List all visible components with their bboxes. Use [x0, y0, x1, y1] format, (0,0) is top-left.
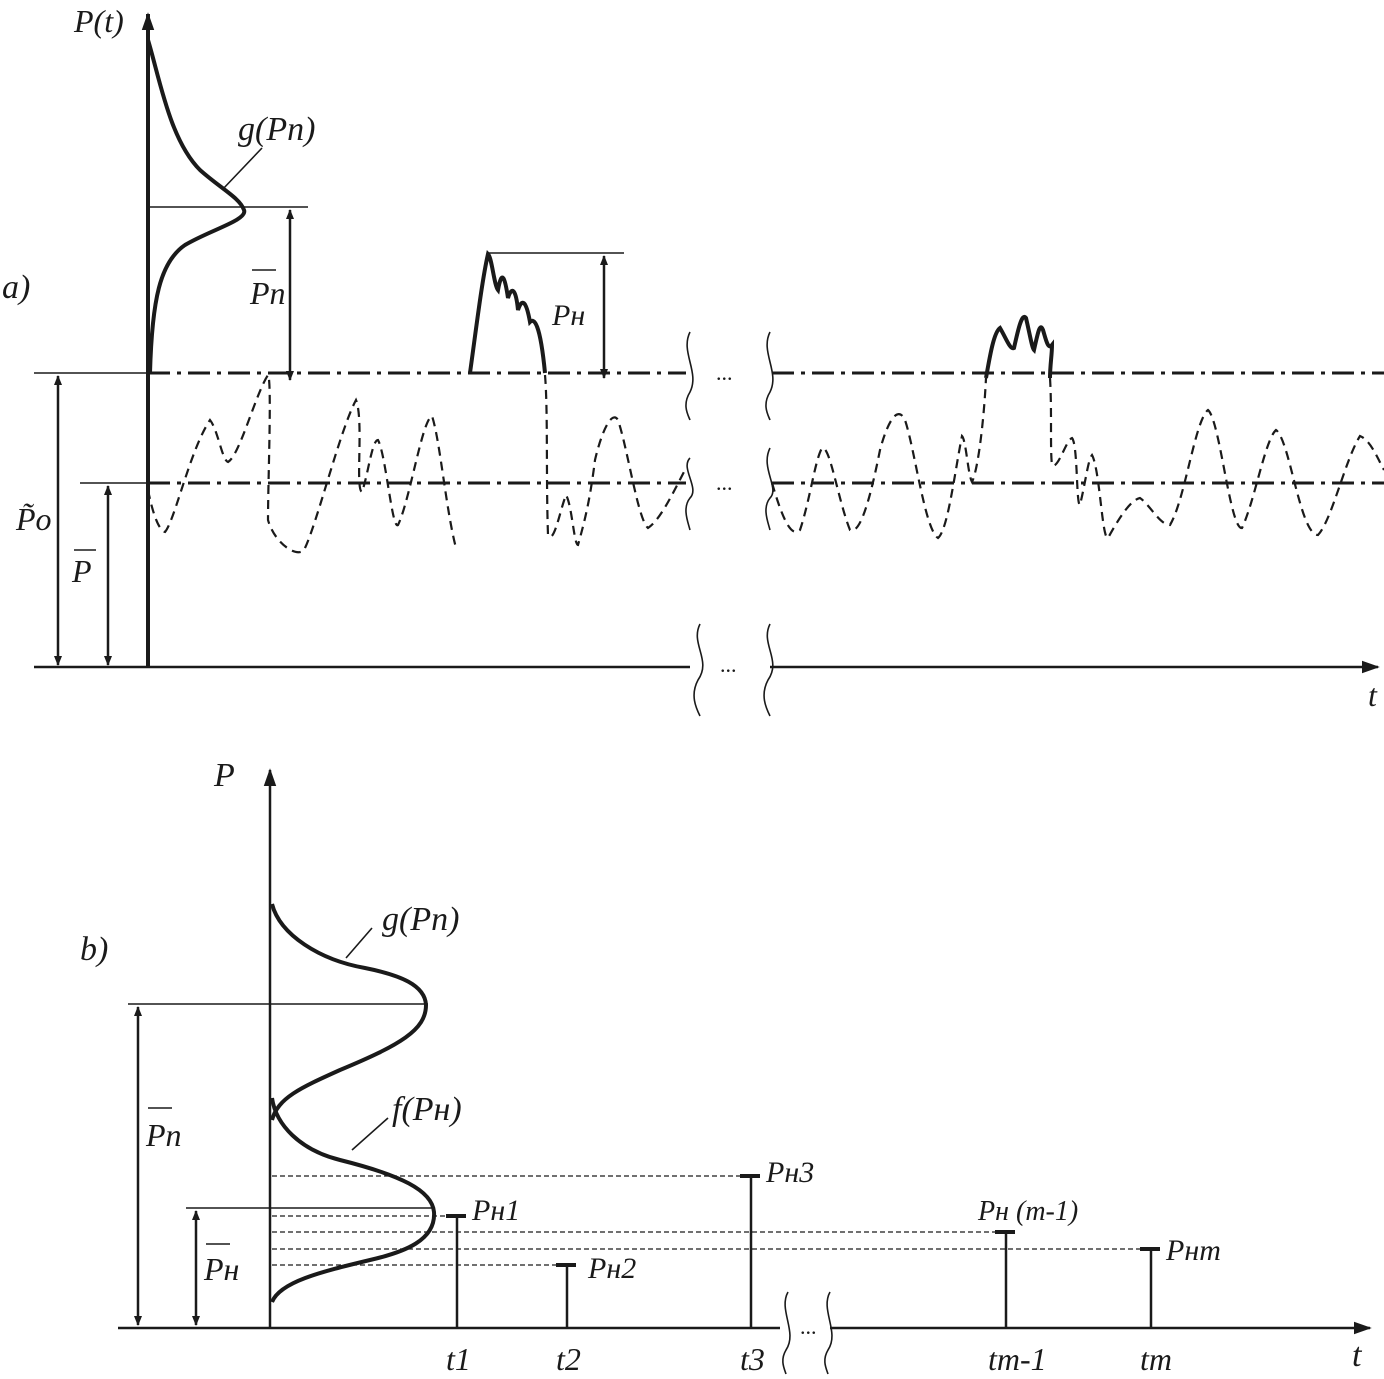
panel-b-strength-dist-label: g(Pп)	[382, 901, 459, 938]
panel-a-load-process-1	[146, 373, 458, 554]
panel-b: ... b)	[80, 757, 1372, 1377]
panel-a-load-process-3	[770, 377, 988, 540]
panel-b-strength-distribution	[270, 903, 429, 1121]
panel-b-mean-strength-label: Pп	[145, 1117, 182, 1153]
panel-a-strength-distribution	[146, 39, 247, 374]
panel-a-load-process-4	[1048, 377, 1384, 540]
panel-a: ... ... ... g(Pп) a) P(t) t Pп	[2, 3, 1384, 717]
panel-a-load-peak-2	[984, 314, 1055, 379]
panel-b-panel-label: b)	[80, 931, 108, 968]
time-label-1: t1	[446, 1341, 471, 1377]
panel-b-y-axis-label: P	[213, 757, 235, 794]
load-label-3: Pн3	[765, 1156, 814, 1189]
panel-a-dist-label: g(Pп)	[238, 111, 315, 148]
panel-a-load-process-2	[543, 374, 687, 547]
load-label-2: Pн2	[587, 1252, 636, 1285]
panel-a-x-axis-label: t	[1368, 677, 1378, 713]
panel-a-ellipsis-top: ...	[716, 360, 733, 385]
panel-a-load-peak-label: Pн	[551, 299, 585, 332]
panel-b-load-distribution	[270, 1097, 437, 1303]
time-label-m1: tm-1	[988, 1341, 1047, 1377]
panel-b-ellipsis: ...	[800, 1314, 817, 1339]
panel-a-break-marks	[685, 331, 774, 717]
load-label-m1: Pн (m-1)	[977, 1196, 1078, 1227]
time-label-3: t3	[740, 1341, 765, 1377]
panel-b-load-dist-label: f(Pн)	[392, 1091, 462, 1128]
time-label-2: t2	[556, 1341, 581, 1377]
panel-b-load-dist-leader	[351, 1117, 389, 1151]
panel-a-panel-label: a)	[2, 269, 30, 306]
panel-a-load-peak-1	[468, 250, 547, 374]
panel-a-mean-strength-label: Pп	[249, 275, 286, 311]
panel-b-load-stems	[446, 1174, 1160, 1328]
panel-b-mean-load-label: Pн	[203, 1251, 239, 1287]
panel-a-ellipsis-mid: ...	[716, 470, 733, 495]
panel-b-break-right	[824, 1291, 833, 1375]
panel-a-dist-label-leader	[221, 147, 263, 191]
panel-a-y-axis-label: P(t)	[73, 3, 124, 39]
panel-a-envelope-label: P̃o	[15, 501, 52, 537]
panel-b-break-left	[782, 1291, 791, 1375]
time-label-m: tm	[1140, 1341, 1172, 1377]
panel-a-mean-label: P	[71, 553, 92, 589]
panel-a-ellipsis-axis: ...	[720, 652, 737, 677]
panel-b-x-axis-label: t	[1352, 1337, 1363, 1374]
load-label-1: Pн1	[471, 1194, 520, 1227]
load-label-m: Pнm	[1165, 1234, 1221, 1267]
panel-b-strength-dist-leader	[345, 927, 373, 959]
